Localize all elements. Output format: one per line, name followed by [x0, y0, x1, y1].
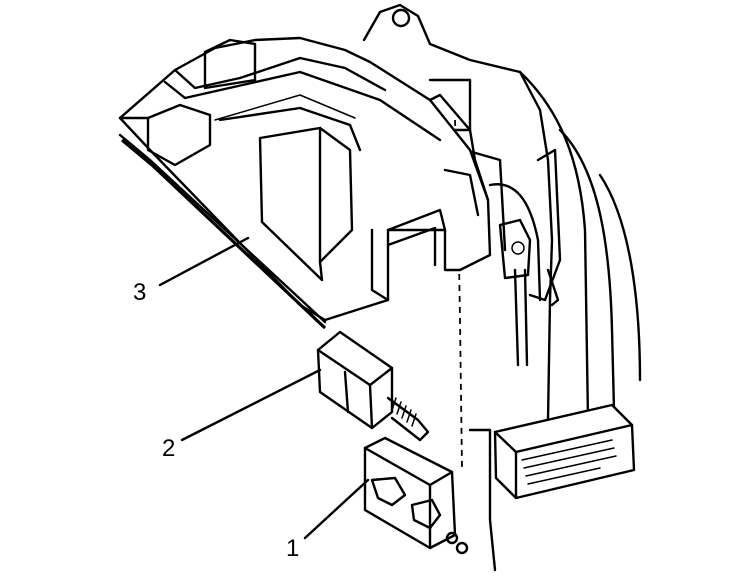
- callout-2-label: 2: [162, 435, 175, 462]
- callout-1: 1: [286, 478, 370, 562]
- callout-1-label: 1: [286, 535, 299, 562]
- stop-lamp-switch: [316, 330, 430, 442]
- instrument-panel-bracket: [362, 3, 642, 572]
- callout-3: 3: [133, 236, 250, 306]
- switch-threads: [386, 396, 430, 442]
- callout-3-label: 3: [133, 279, 146, 306]
- callout-2: 2: [162, 368, 322, 462]
- switch-retainer-clip: [363, 436, 469, 555]
- lower-trim-panel: [118, 36, 492, 330]
